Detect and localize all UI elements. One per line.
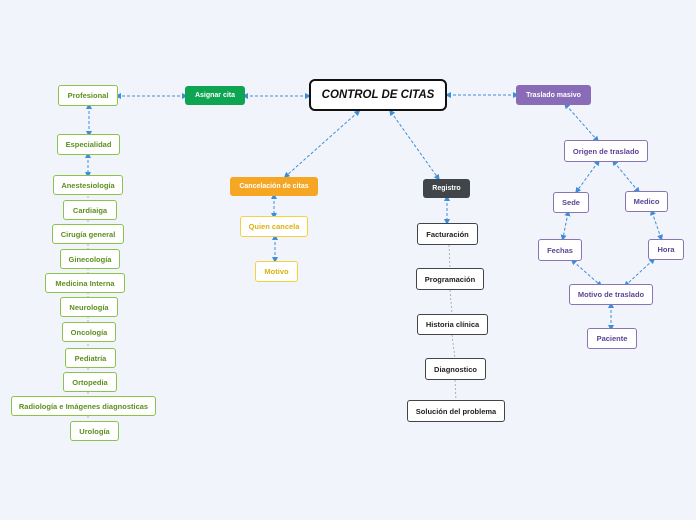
specialty-node[interactable]: Neurología bbox=[60, 297, 118, 317]
specialty-node[interactable]: Radiología e Imágenes diagnosticas bbox=[11, 396, 156, 416]
registro-item-node[interactable]: Historia clínica bbox=[417, 314, 488, 335]
specialty-node[interactable]: Ginecología bbox=[60, 249, 120, 269]
registro-item-node[interactable]: Facturación bbox=[417, 223, 478, 245]
specialty-node[interactable]: Oncología bbox=[62, 322, 116, 342]
motivo-traslado-node[interactable]: Motivo de traslado bbox=[569, 284, 653, 305]
specialty-node[interactable]: Cirugía general bbox=[52, 224, 124, 244]
registro-item-node[interactable]: Programación bbox=[416, 268, 484, 290]
registro-item-node[interactable]: Solución del problema bbox=[407, 400, 505, 422]
paciente-node[interactable]: Paciente bbox=[587, 328, 637, 349]
specialty-node[interactable]: Ortopedia bbox=[63, 372, 117, 392]
cancelacion-node[interactable]: Cancelación de citas bbox=[230, 177, 318, 196]
registro-node[interactable]: Registro bbox=[423, 179, 470, 198]
motivo-node[interactable]: Motivo bbox=[255, 261, 298, 282]
specialty-node[interactable]: Anestesiología bbox=[53, 175, 123, 195]
asignar-cita-node[interactable]: Asignar cita bbox=[185, 86, 245, 105]
traslado-masivo-node[interactable]: Traslado masivo bbox=[516, 85, 591, 105]
especialidad-node[interactable]: Especialidad bbox=[57, 134, 120, 155]
central-topic[interactable]: CONTROL DE CITAS bbox=[309, 79, 447, 111]
specialty-node[interactable]: Pediatría bbox=[65, 348, 116, 368]
registro-item-node[interactable]: Diagnostico bbox=[425, 358, 486, 380]
fechas-node[interactable]: Fechas bbox=[538, 239, 582, 261]
origen-traslado-node[interactable]: Origen de traslado bbox=[564, 140, 648, 162]
specialty-node[interactable]: Medicina Interna bbox=[45, 273, 125, 293]
profesional-node[interactable]: Profesional bbox=[58, 85, 118, 106]
specialty-node[interactable]: Urología bbox=[70, 421, 119, 441]
sede-node[interactable]: Sede bbox=[553, 192, 589, 213]
quien-cancela-node[interactable]: Quien cancela bbox=[240, 216, 308, 237]
medico-node[interactable]: Medico bbox=[625, 191, 668, 212]
specialty-node[interactable]: Cardiaiga bbox=[63, 200, 117, 220]
hora-node[interactable]: Hora bbox=[648, 239, 684, 260]
